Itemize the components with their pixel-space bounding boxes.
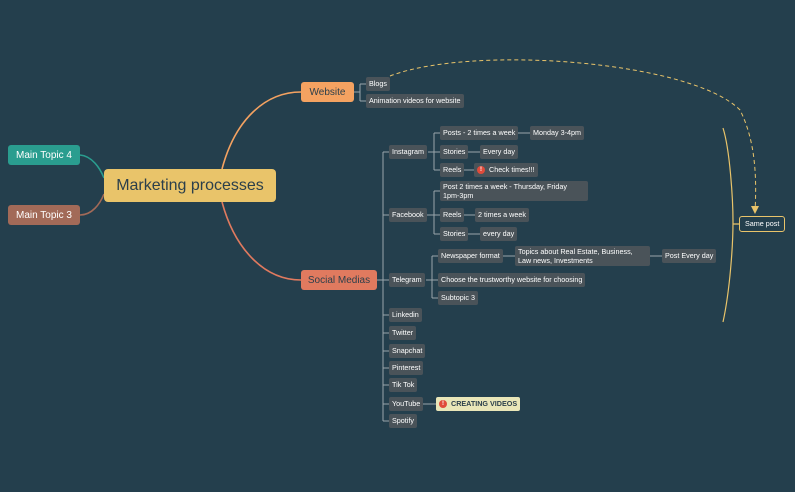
summary-same-post[interactable]: Same post — [739, 216, 786, 232]
alert-icon: ! — [439, 400, 447, 409]
link-central-social — [221, 201, 302, 281]
topic-website[interactable]: Website — [301, 82, 354, 102]
subtopic-twitter[interactable]: Twitter — [389, 326, 417, 340]
subtopic-spotify[interactable]: Spotify — [389, 414, 417, 428]
subtopic-blogs[interactable]: Blogs — [366, 77, 390, 91]
topic-main-4[interactable]: Main Topic 4 — [8, 145, 80, 165]
instagram-reels-note[interactable]: !Check times!!! — [474, 163, 538, 177]
summary-brace — [722, 127, 739, 323]
subtopic-facebook[interactable]: Facebook — [389, 208, 427, 222]
instagram-stories-frequency[interactable]: Every day — [480, 145, 518, 159]
subtopic-linkedin[interactable]: Linkedin — [389, 308, 422, 322]
telegram-subtopic-3[interactable]: Subtopic 3 — [438, 291, 478, 305]
instagram-stories[interactable]: Stories — [440, 145, 469, 159]
instagram-reels[interactable]: Reels — [440, 163, 465, 177]
bracket-instagram — [428, 132, 530, 171]
bracket-website — [354, 83, 366, 102]
topic-main-3[interactable]: Main Topic 3 — [8, 205, 80, 225]
subtopic-pinterest[interactable]: Pinterest — [389, 361, 424, 375]
instagram-posts[interactable]: Posts - 2 times a week — [440, 126, 519, 140]
subtopic-youtube[interactable]: YouTube — [389, 397, 424, 411]
telegram-post-every-day[interactable]: Post Every day — [662, 249, 717, 263]
subtopic-instagram[interactable]: Instagram — [389, 145, 427, 159]
subtopic-snapchat[interactable]: Snapchat — [389, 344, 426, 358]
facebook-stories-frequency[interactable]: every day — [480, 227, 518, 241]
subtopic-telegram[interactable]: Telegram — [389, 273, 425, 287]
link-central-main4 — [79, 154, 105, 179]
instagram-posts-time[interactable]: Monday 3-4pm — [530, 126, 584, 140]
facebook-stories[interactable]: Stories — [440, 227, 469, 241]
bracket-social — [377, 151, 389, 422]
telegram-topics[interactable]: Topics about Real Estate, Business, Law … — [515, 246, 650, 266]
relationship-dashed — [389, 59, 757, 213]
facebook-reels[interactable]: Reels — [440, 208, 465, 222]
facebook-reels-frequency[interactable]: 2 times a week — [475, 208, 529, 222]
facebook-post-schedule[interactable]: Post 2 times a week - Thursday, Friday 1… — [440, 181, 588, 201]
bracket-telegram — [426, 255, 662, 299]
central-topic[interactable]: Marketing processes — [104, 169, 276, 202]
link-central-main3 — [79, 193, 105, 216]
youtube-creating-videos[interactable]: !CREATING VIDEOS — [436, 397, 521, 411]
relationship-arrowhead — [751, 206, 759, 214]
telegram-choose-website[interactable]: Choose the trustworthy website for choos… — [438, 273, 586, 287]
topic-social-medias[interactable]: Social Medias — [301, 270, 377, 290]
alert-icon: ! — [477, 166, 485, 175]
subtopic-tiktok[interactable]: Tik Tok — [389, 378, 418, 392]
bracket-facebook — [426, 190, 480, 235]
subtopic-animation-videos[interactable]: Animation videos for website — [366, 94, 464, 108]
link-central-website — [221, 91, 302, 170]
telegram-newspaper-format[interactable]: Newspaper format — [438, 249, 503, 263]
